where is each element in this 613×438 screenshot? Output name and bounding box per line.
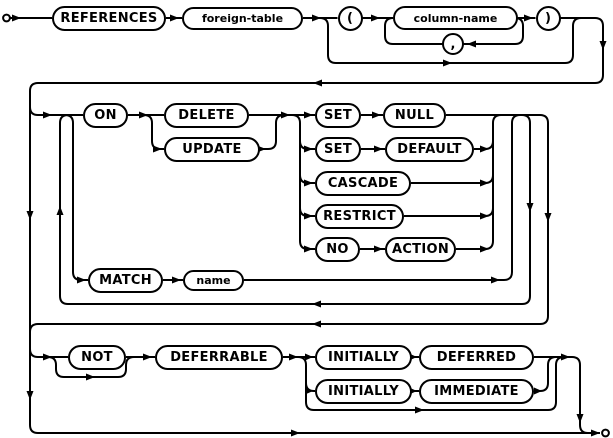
node-column-name: column-name (393, 6, 518, 30)
node-name: name (183, 269, 244, 291)
node-deferred: DEFERRED (419, 344, 534, 370)
node-initially-immediate-initially: INITIALLY (315, 378, 412, 404)
node-initially-deferred-initially: INITIALLY (315, 344, 412, 370)
node-action: ACTION (385, 236, 456, 262)
node-foreign-table: foreign-table (182, 6, 303, 30)
node-references: REFERENCES (52, 5, 166, 31)
node-null: NULL (383, 102, 446, 128)
node-no: NO (315, 236, 360, 262)
node-match: MATCH (88, 267, 163, 293)
rail-lines (10, 17, 604, 434)
node-close-paren: ) (535, 5, 561, 31)
node-set-null-set: SET (315, 102, 361, 128)
node-immediate: IMMEDIATE (419, 378, 534, 404)
rail-arrows (12, 14, 607, 437)
node-open-paren: ( (337, 5, 363, 31)
node-set-default-set: SET (315, 136, 361, 162)
node-update: UPDATE (164, 136, 260, 162)
start-terminal-icon (2, 13, 11, 23)
node-default: DEFAULT (385, 136, 474, 162)
node-on: ON (83, 102, 128, 128)
node-comma: , (442, 33, 464, 55)
node-restrict: RESTRICT (315, 203, 404, 229)
node-deferrable: DEFERRABLE (155, 344, 283, 370)
end-terminal-icon (601, 428, 610, 438)
node-not: NOT (68, 344, 126, 370)
node-delete: DELETE (164, 102, 249, 128)
node-cascade: CASCADE (315, 170, 411, 196)
